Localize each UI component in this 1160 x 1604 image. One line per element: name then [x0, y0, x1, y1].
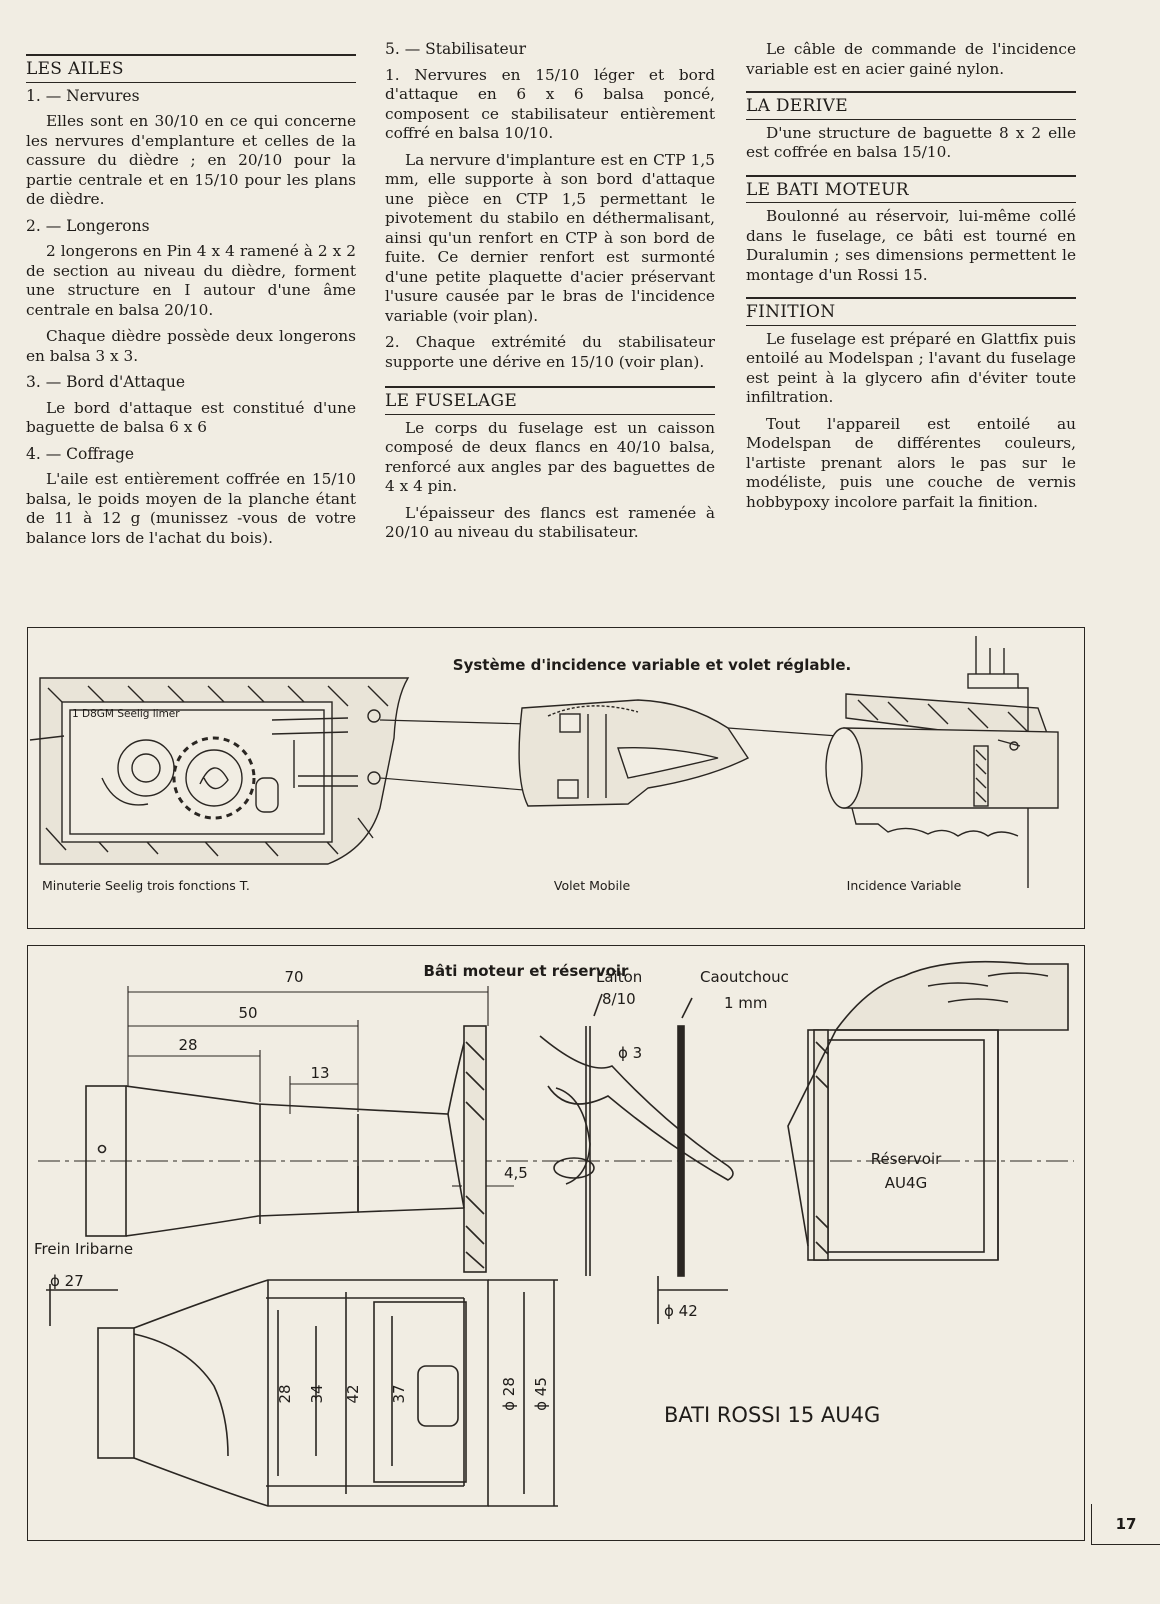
- label-frein-iribarne: Frein Iribarne: [34, 1240, 133, 1258]
- paragraph-cable: Le câble de commande de l'incidence vari…: [746, 40, 1076, 78]
- subheading-stabilisateur: 5. — Stabilisateur: [385, 40, 527, 58]
- caption-minuterie: Minuterie Seelig trois fonctions T.: [42, 878, 250, 893]
- caption-incidence-variable: Incidence Variable: [847, 878, 962, 893]
- dim-4-5: 4,5: [504, 1164, 528, 1182]
- control-lines: [379, 719, 839, 793]
- label-phi3: ϕ 3: [618, 1044, 642, 1062]
- heading-la-derive: LA DERIVE: [746, 91, 1076, 120]
- tube-and-plates: [539, 993, 734, 1324]
- figure-2-title: Bâti moteur et réservoir: [424, 962, 630, 980]
- subheading-bord-attaque: 3. — Bord d'Attaque: [26, 373, 186, 391]
- heading-le-bati-moteur: LE BATI MOTEUR: [746, 174, 1076, 203]
- heading-finition: FINITION: [746, 297, 1076, 326]
- engine-mount-plan-view: [46, 1279, 558, 1507]
- heading-le-fuselage: LE FUSELAGE: [385, 386, 715, 415]
- label-laiton: Laiton: [596, 968, 642, 986]
- paragraph-fuselage-2: L'épaisseur des flancs est ramenée à 20/…: [385, 503, 715, 542]
- incidence-variable-drawing: [825, 636, 1059, 888]
- dimension-lines-top: [127, 986, 514, 1187]
- dim-v37: 37: [390, 1384, 408, 1403]
- label-caoutchouc: Caoutchouc: [700, 968, 789, 986]
- page-number: 17: [1091, 1504, 1160, 1545]
- paragraph-stab-2: La nervure d'implanture est en CTP 1,5 m…: [385, 150, 715, 325]
- dim-70: 70: [284, 968, 303, 986]
- label-au4g-reservoir: AU4G: [885, 1174, 927, 1192]
- figure-1-title: Système d'incidence variable et volet ré…: [453, 656, 851, 674]
- label-phi27: ϕ 27: [50, 1272, 84, 1290]
- label-laiton-size: 8/10: [602, 990, 636, 1008]
- subheading-coffrage: 4. — Coffrage: [26, 444, 135, 463]
- paragraph-longerons: 2 longerons en Pin 4 x 4 ramené à 2 x 2 …: [26, 242, 356, 319]
- paragraph-nervures: Elles sont en 30/10 en ce qui concerne l…: [26, 112, 356, 208]
- volet-mobile-drawing: [518, 699, 750, 807]
- timer-label: 1 D8GM Seelig limer: [72, 708, 180, 720]
- paragraph-stab-1: 1. Nervures en 15/10 léger et bord d'att…: [385, 65, 715, 143]
- paragraph-fuselage-1: Le corps du fuselage est un caisson comp…: [385, 418, 715, 496]
- figure-bati-drawing: Bâti moteur et réservoir: [34, 960, 1074, 1507]
- dim-13: 13: [310, 1064, 329, 1082]
- reservoir-drawing: [787, 960, 1069, 1261]
- paragraph-finition-1: Le fuselage est préparé en Glattfix puis…: [746, 329, 1076, 407]
- subheading-nervures: 1. — Nervures: [26, 86, 140, 105]
- dim-v34: 34: [308, 1384, 326, 1403]
- heading-les-ailes: LES AILES: [26, 54, 356, 83]
- figure-incidence-drawing: Système d'incidence variable et volet ré…: [29, 636, 1059, 893]
- column-1: LES AILES 1. — Nervures Elles sont en 30…: [26, 48, 356, 555]
- dim-v28: 28: [276, 1384, 294, 1403]
- dim-28: 28: [178, 1036, 197, 1054]
- paragraph-diedre: Chaque dièdre possède deux longerons en …: [26, 327, 356, 365]
- label-bati-rossi: BATI ROSSI 15 AU4G: [664, 1403, 880, 1427]
- figure-incidence-variable: Système d'incidence variable et volet ré…: [27, 627, 1085, 929]
- paragraph-bord-attaque: Le bord d'attaque est constitué d'une ba…: [26, 398, 356, 437]
- paragraph-stab-3: 2. Chaque extrémité du stabilisateur sup…: [385, 333, 715, 371]
- label-caoutchouc-size: 1 mm: [724, 994, 768, 1012]
- column-3: Le câble de commande de l'incidence vari…: [746, 40, 1076, 519]
- subheading-longerons: 2. — Longerons: [26, 216, 150, 235]
- label-phi42: ϕ 42: [664, 1302, 698, 1320]
- figure-bati-moteur: Bâti moteur et réservoir: [27, 945, 1085, 1541]
- paragraph-bati-moteur: Boulonné au réservoir, lui-même collé da…: [746, 207, 1076, 284]
- paragraph-coffrage: L'aile est entièrement coffrée en 15/10 …: [26, 470, 356, 547]
- dim-v-phi28: ϕ 28: [500, 1377, 518, 1411]
- dim-v-phi45: ϕ 45: [532, 1377, 550, 1411]
- timer-housing: [29, 677, 410, 865]
- engine-mount-side-view: [85, 1025, 487, 1273]
- dim-50: 50: [238, 1004, 257, 1022]
- column-2: 5. — Stabilisateur 1. Nervures en 15/10 …: [385, 40, 715, 550]
- caption-volet-mobile: Volet Mobile: [554, 878, 631, 893]
- paragraph-derive: D'une structure de baguette 8 x 2 elle e…: [746, 123, 1076, 162]
- label-reservoir: Réservoir: [871, 1150, 942, 1168]
- paragraph-finition-2: Tout l'appareil est entoilé au Modelspan…: [746, 414, 1076, 511]
- dim-v42: 42: [344, 1384, 362, 1403]
